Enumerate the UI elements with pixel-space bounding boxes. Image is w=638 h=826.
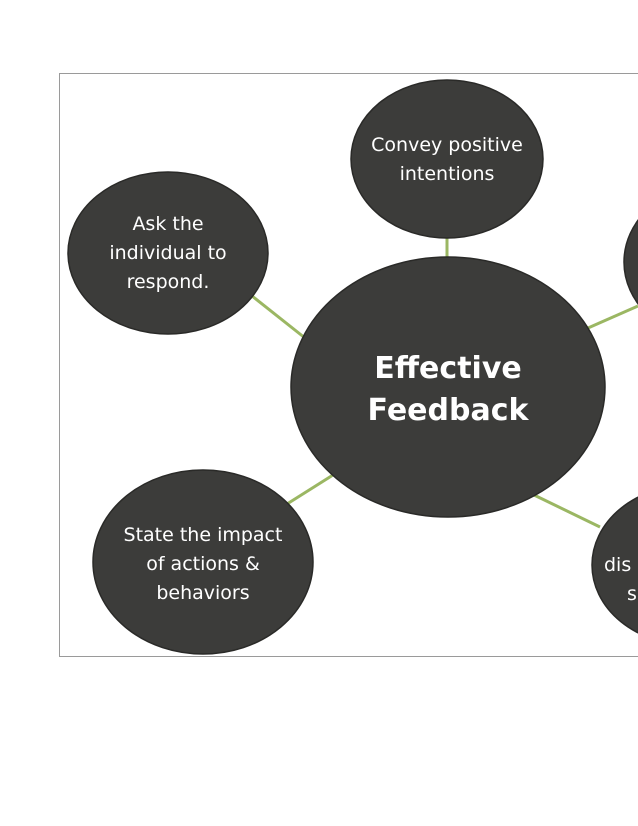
node-lower-right-label-fragment-2: s [627,583,637,605]
node-lower-left-line-1: State the impact [123,524,283,546]
node-upper-left-line-2: individual to [109,242,227,264]
center-label-line-2: Feedback [367,393,529,428]
center-circle [290,256,606,518]
node-top-line-2: intentions [399,163,495,185]
node-top-line-1: Convey positive [371,134,523,156]
node-lower-left-label: State the impact of actions & behaviors [98,521,308,608]
connector-lower-right [531,492,601,529]
center-label-line-1: Effective [374,351,522,386]
node-lower-right-circle [591,496,638,634]
node-upper-left-label: Ask the individual to respond. [68,210,268,297]
connector-upper-right [587,304,638,330]
node-top-label: Convey positive intentions [347,131,547,189]
node-upper-right-circle [623,219,638,305]
node-upper-left-line-3: respond. [126,271,210,293]
connector-lower-left [286,473,334,506]
node-upper-left-circle [67,171,269,335]
connector-upper-left [251,294,306,340]
node-lower-left-line-2: of actions & [146,553,260,575]
node-upper-left-line-1: Ask the [132,213,204,235]
node-lower-left-line-3: behaviors [156,582,250,604]
node-top-circle [350,79,544,239]
node-lower-left-circle [92,469,314,655]
center-label: Effective Feedback [348,348,548,432]
node-lower-right-label-fragment-1: dis [604,554,632,576]
